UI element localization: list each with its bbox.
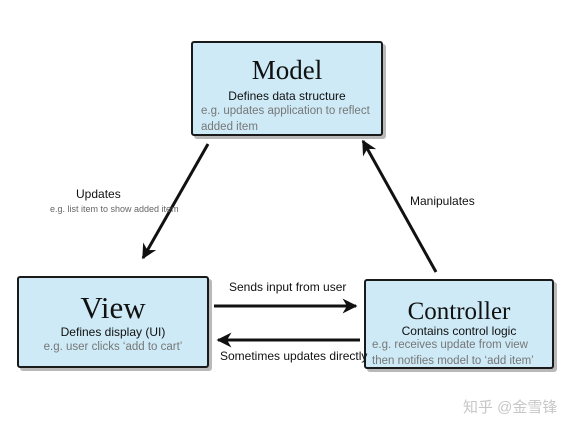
arrow-model-to-view [141, 143, 210, 260]
manipulates-label: Manipulates [410, 194, 475, 208]
model-note: e.g. updates application to reflect adde… [201, 105, 370, 133]
view-note: e.g. user clicks ‘add to cart’ [43, 341, 183, 353]
controller-note-line1: e.g. receives update from view [372, 339, 528, 351]
controller-note-line2: then notifies model to ‘add item’ [372, 355, 534, 367]
watermark: 知乎 @金雪锋 [463, 399, 558, 416]
model-subtitle: Defines data structure [228, 89, 346, 103]
view-subtitle: Defines display (UI) [60, 325, 166, 339]
model-title: Model [251, 55, 323, 85]
updates-note: e.g. list item to show added item [50, 204, 179, 214]
controller-title: Controller [407, 298, 511, 325]
view-box: View Defines display (UI) e.g. user clic… [17, 276, 209, 368]
arrow-controller-to-model [361, 139, 438, 273]
controller-box: Controller Contains control logic e.g. r… [364, 279, 554, 369]
model-box: Model Defines data structure e.g. update… [191, 41, 383, 136]
view-title: View [80, 290, 146, 325]
sends-input-label: Sends input from user [229, 280, 347, 294]
controller-subtitle: Contains control logic [401, 324, 517, 338]
sometimes-updates-label: Sometimes updates directly [220, 349, 368, 363]
updates-label: Updates [76, 187, 121, 201]
controller-note: e.g. receives update from view then noti… [372, 337, 552, 369]
